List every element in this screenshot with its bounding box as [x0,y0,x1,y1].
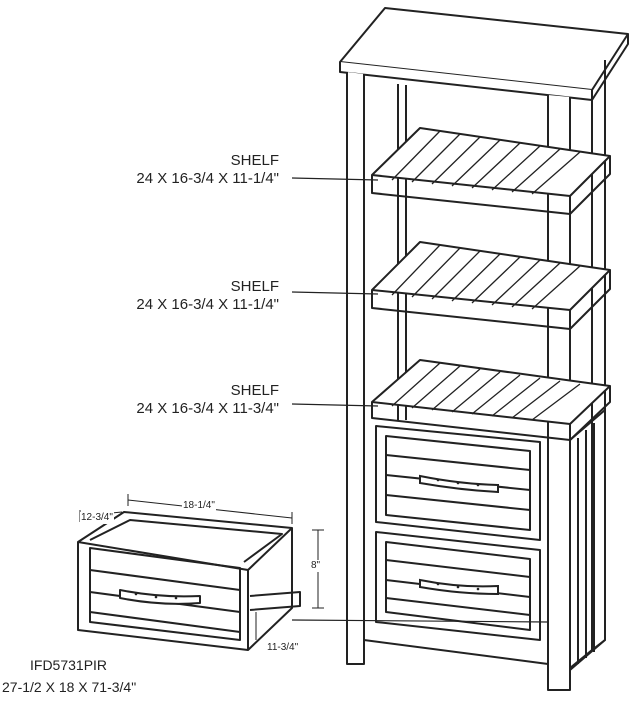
callout-2: SHELF 24 X 16-3/4 X 11-1/4" [136,278,279,314]
drawer-height-label: 8" [310,560,322,572]
cabinet-base [363,622,593,669]
front-left-post [346,72,365,665]
drawer-width-label: 18-1/4" [182,500,216,512]
callout-1-size: 24 X 16-3/4 X 11-1/4" [136,170,279,187]
callout-2-size: 24 X 16-3/4 X 11-1/4" [136,296,279,313]
callout-3-name: SHELF [230,382,279,399]
model-code: IFD5731PIR [30,657,108,673]
callout-1-name: SHELF [230,152,279,169]
callout-1: SHELF 24 X 16-3/4 X 11-1/4" [136,152,279,188]
drawer-opening-label: 11-3/4" [266,642,300,654]
back-left-post [397,84,407,420]
cabinet-tower [339,7,629,691]
callout-3-size: 24 X 16-3/4 X 11-3/4" [136,400,279,417]
model-size: 27-1/2 X 18 X 71-3/4" [2,679,137,695]
callout-leaders [291,177,549,623]
callout-3: SHELF 24 X 16-3/4 X 11-3/4" [136,382,279,418]
drawer-depth-label: 12-3/4" [80,512,114,524]
loose-drawer [77,511,301,651]
callout-2-name: SHELF [230,278,279,295]
shelf-1 [371,127,611,197]
shelf-2 [371,241,611,311]
